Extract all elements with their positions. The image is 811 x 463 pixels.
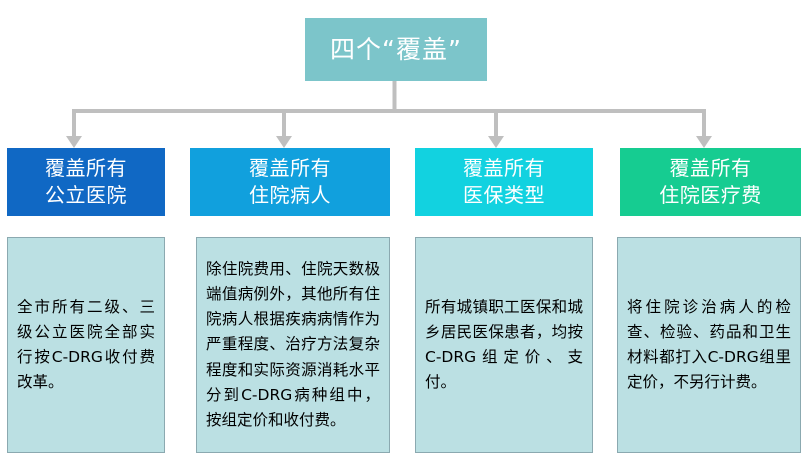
branch-header-2: 覆盖所有 住院病人 <box>190 148 390 216</box>
branch-body-2: 除住院费用、住院天数极端值病例外，其他所有住院病人根据疾病病情作为严重程度、治疗… <box>196 237 390 453</box>
branch-header-label-1: 覆盖所有 公立医院 <box>45 155 127 209</box>
connector-drop-3 <box>494 109 498 138</box>
branch-header-4: 覆盖所有 住院医疗费 <box>620 148 801 216</box>
branch-body-text-4: 将住院诊治病人的检查、检验、药品和卫生材料都打入C-DRG组里定价，不另行计费。 <box>627 297 791 392</box>
branch-header-line1-3: 覆盖所有 <box>463 156 545 180</box>
connector-drop-2 <box>282 109 286 138</box>
branch-body-text-2: 除住院费用、住院天数极端值病例外，其他所有住院病人根据疾病病情作为严重程度、治疗… <box>206 260 380 429</box>
arrowhead-3 <box>488 136 504 148</box>
branch-header-line2-2: 住院病人 <box>249 183 331 207</box>
branch-body-text-1: 全市所有二级、三级公立医院全部实行按C-DRG收付费改革。 <box>17 297 155 392</box>
branch-header-line1-1: 覆盖所有 <box>45 156 127 180</box>
branch-body-4: 将住院诊治病人的检查、检验、药品和卫生材料都打入C-DRG组里定价，不另行计费。 <box>617 237 801 453</box>
arrowhead-2 <box>276 136 292 148</box>
branch-header-3: 覆盖所有 医保类型 <box>415 148 593 216</box>
branch-header-line1-2: 覆盖所有 <box>249 156 331 180</box>
connector-drop-4 <box>702 109 706 138</box>
connector-drop-1 <box>72 109 76 138</box>
branch-header-line2-3: 医保类型 <box>463 183 545 207</box>
branch-header-1: 覆盖所有 公立医院 <box>7 148 165 216</box>
arrowhead-4 <box>696 136 712 148</box>
branch-body-1: 全市所有二级、三级公立医院全部实行按C-DRG收付费改革。 <box>7 237 165 453</box>
branch-header-line1-4: 覆盖所有 <box>669 156 752 180</box>
connector-stem <box>392 81 397 113</box>
branch-header-line2-1: 公立医院 <box>45 183 127 207</box>
connector-bus <box>72 109 706 113</box>
branch-body-text-3: 所有城镇职工医保和城乡居民医保患者，均按C-DRG组定价、支付。 <box>425 297 583 392</box>
branch-header-label-4: 覆盖所有 住院医疗费 <box>659 155 762 209</box>
root-node: 四个“覆盖” <box>305 18 487 81</box>
branch-header-label-2: 覆盖所有 住院病人 <box>249 155 331 209</box>
branch-header-label-3: 覆盖所有 医保类型 <box>463 155 545 209</box>
arrowhead-1 <box>66 136 82 148</box>
branch-header-line2-4: 住院医疗费 <box>659 183 762 207</box>
root-node-label: 四个“覆盖” <box>330 34 462 64</box>
branch-body-3: 所有城镇职工医保和城乡居民医保患者，均按C-DRG组定价、支付。 <box>415 237 593 453</box>
